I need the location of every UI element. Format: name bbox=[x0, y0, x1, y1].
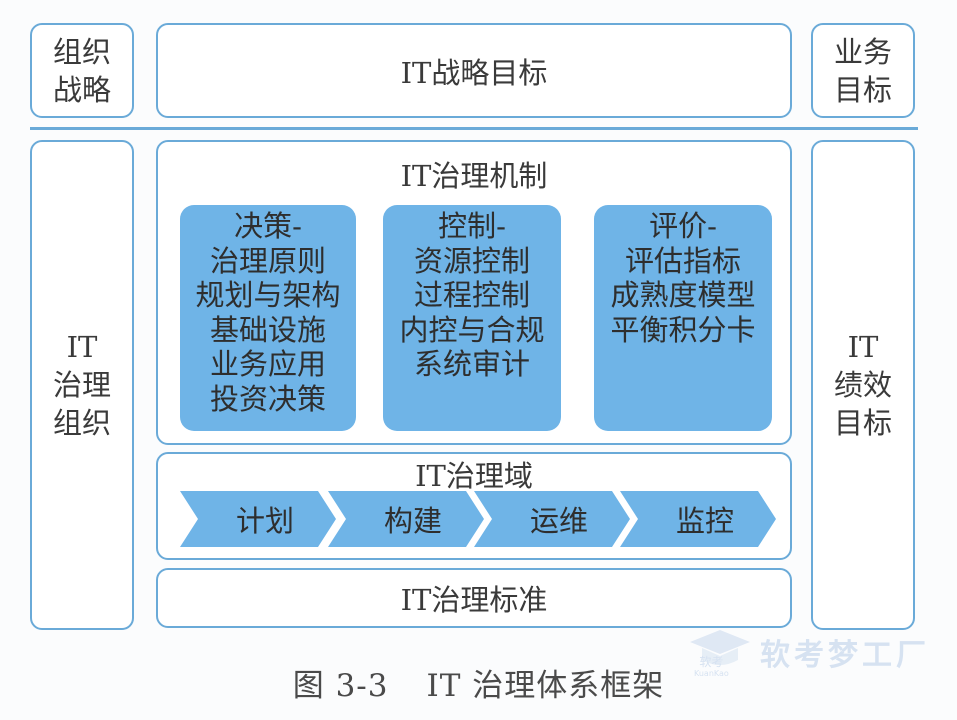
standard-label: IT治理标准 bbox=[400, 583, 548, 617]
graduation-cap-icon bbox=[690, 630, 750, 665]
it-governance-standard-box: IT治理标准 bbox=[156, 568, 792, 628]
it-strategy-goal-box: IT战略目标 bbox=[156, 23, 792, 118]
figure-caption: 图 3-3 IT 治理体系框架 bbox=[0, 662, 957, 704]
chevron-shape bbox=[474, 491, 630, 547]
process-step-operate: 运维 bbox=[474, 491, 630, 547]
divider-line bbox=[30, 127, 918, 130]
org-strategy-label: 组织 战略 bbox=[52, 34, 111, 107]
org-strategy-box: 组织 战略 bbox=[30, 23, 134, 118]
process-step-label: 运维 bbox=[529, 504, 588, 538]
process-step-build: 构建 bbox=[328, 491, 484, 547]
process-step-monitor: 监控 bbox=[620, 491, 776, 547]
process-step-label: 计划 bbox=[235, 504, 294, 538]
chevron-shape bbox=[328, 491, 484, 547]
chevron-shape bbox=[620, 491, 776, 547]
watermark-text: 软考梦工厂 bbox=[760, 638, 930, 673]
figure-title: IT 治理体系框架 bbox=[426, 667, 665, 704]
domain-title: IT治理域 bbox=[415, 459, 533, 493]
it-governance-org-box: IT 治理 组织 bbox=[30, 140, 134, 630]
watermark-small-text: 软考 KuanKao bbox=[694, 655, 729, 678]
mechanism-title: IT治理机制 bbox=[400, 159, 548, 193]
business-goal-label: 业务 目标 bbox=[833, 34, 892, 107]
process-step-plan: 计划 bbox=[180, 491, 336, 547]
control-card: 控制- 资源控制 过程控制 内控与合规 系统审计 bbox=[383, 205, 561, 431]
chevron-shape bbox=[180, 491, 336, 547]
process-step-label: 监控 bbox=[675, 504, 734, 538]
figure-number: 图 3-3 bbox=[292, 667, 389, 704]
it-strategy-goal-label: IT战略目标 bbox=[400, 55, 548, 90]
watermark-logo: 软考 KuanKao 软考梦工厂 bbox=[676, 620, 936, 684]
evaluation-card: 评价- 评估指标 成熟度模型 平衡积分卡 bbox=[594, 205, 772, 431]
business-goal-box: 业务 目标 bbox=[811, 23, 915, 118]
decision-card: 决策- 治理原则 规划与架构 基础设施 业务应用 投资决策 bbox=[180, 205, 356, 431]
it-performance-goal-box: IT 绩效 目标 bbox=[811, 140, 915, 630]
domain-process-flow: 计划 构建 运维 监控 bbox=[180, 491, 780, 547]
process-step-label: 构建 bbox=[383, 504, 442, 538]
it-governance-org-label: IT 治理 组织 bbox=[52, 330, 111, 440]
it-performance-goal-label: IT 绩效 目标 bbox=[833, 330, 892, 440]
